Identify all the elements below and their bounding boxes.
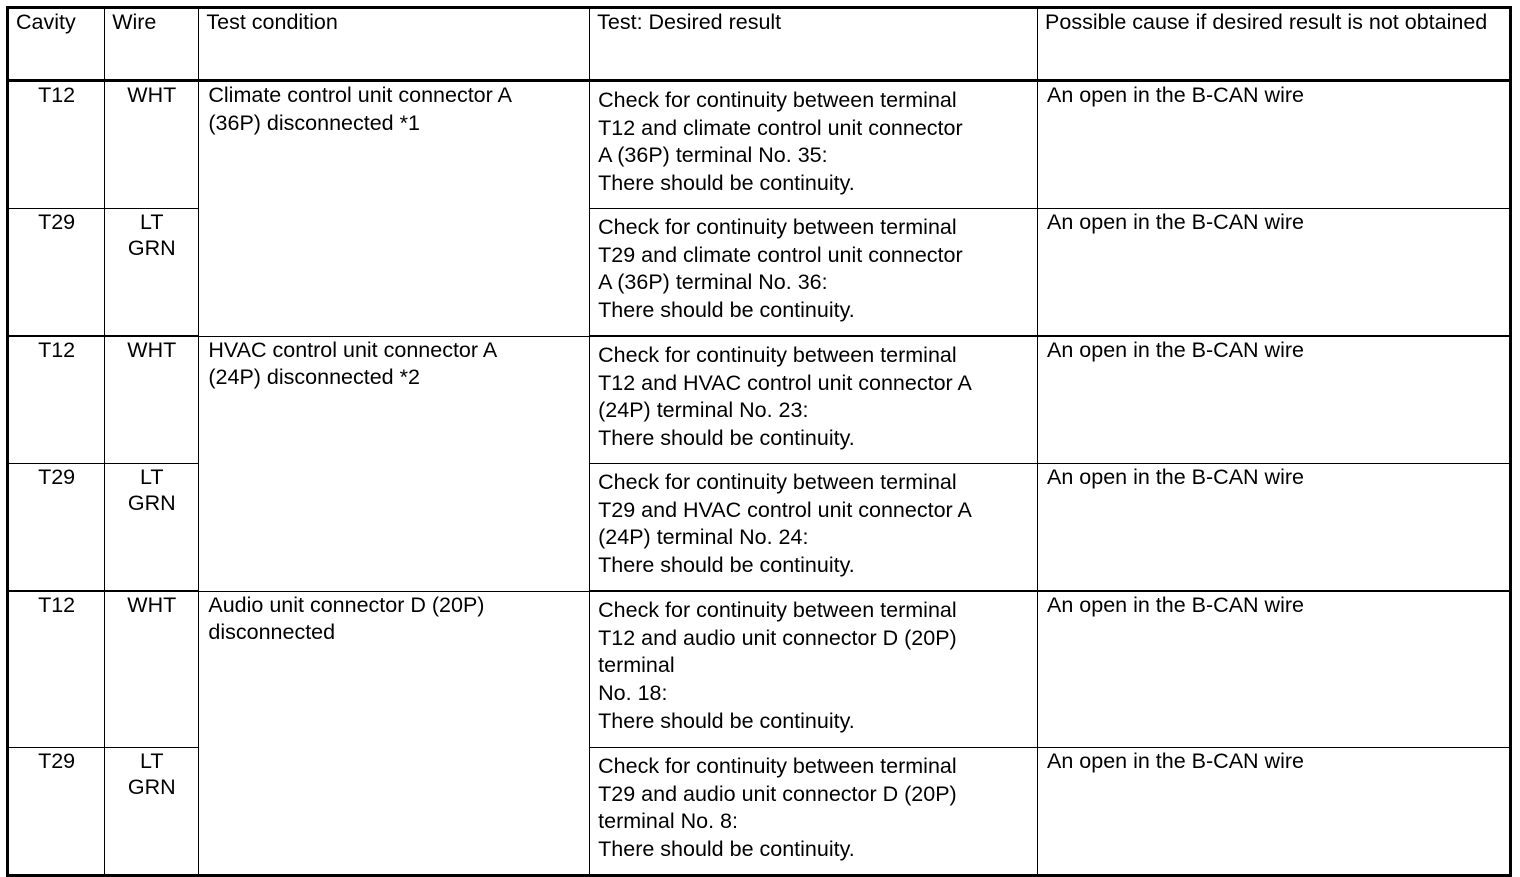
cell-test-condition: HVAC control unit connector A (24P) disc…: [198, 335, 591, 592]
table-row: T12 WHT HVAC control unit connector A (2…: [6, 335, 1511, 592]
wire-value: WHT: [127, 593, 177, 617]
column-header-test-desired-result: Test: Desired result: [589, 7, 1039, 82]
cell-test-desired-result: Check for continuity between terminal T1…: [589, 80, 1039, 209]
cell-test-desired-result: Check for continuity between terminal T2…: [589, 463, 1039, 592]
cell-cavity: T29: [6, 463, 106, 592]
column-header-cavity: Cavity: [6, 7, 106, 82]
cell-wire: LT GRN: [104, 463, 200, 592]
cell-wire: WHT: [104, 335, 200, 464]
cavity-value: T12: [38, 83, 76, 107]
wire-value: LT GRN: [127, 465, 176, 516]
cell-cavity: T12: [6, 590, 106, 748]
wire-value: LT GRN: [127, 210, 176, 261]
cell-test-desired-result: Check for continuity between terminal T2…: [589, 747, 1039, 876]
wire-value: WHT: [127, 83, 177, 107]
cell-cavity: T12: [6, 80, 106, 209]
table-row: T29 LT GRN Check for continuity between …: [6, 208, 1511, 337]
possible-cause-value: An open in the B-CAN wire: [1047, 465, 1304, 489]
cavity-value: T12: [38, 593, 76, 617]
column-header-possible-cause-label: Possible cause if desired result is not …: [1045, 10, 1488, 34]
test-condition-value: HVAC control unit connector A (24P) disc…: [208, 337, 498, 390]
test-desired-result-value: Check for continuity between terminal T1…: [598, 598, 957, 733]
possible-cause-value: An open in the B-CAN wire: [1047, 338, 1304, 362]
cavity-value: T29: [38, 749, 76, 773]
cell-cavity: T29: [6, 747, 106, 876]
possible-cause-value: An open in the B-CAN wire: [1047, 593, 1304, 617]
table-header-row: Cavity Wire Test condition Test: Desired…: [6, 7, 1511, 82]
column-header-wire: Wire: [104, 7, 200, 82]
column-header-test-condition: Test condition: [198, 7, 591, 82]
cell-possible-cause: An open in the B-CAN wire: [1037, 463, 1511, 592]
cell-wire: WHT: [104, 80, 200, 209]
test-desired-result-value: Check for continuity between terminal T2…: [598, 215, 963, 322]
wire-value: LT GRN: [127, 749, 176, 800]
cavity-value: T12: [38, 338, 76, 362]
cavity-value: T29: [38, 465, 76, 489]
cell-possible-cause: An open in the B-CAN wire: [1037, 590, 1511, 748]
test-desired-result-value: Check for continuity between terminal T1…: [598, 343, 972, 450]
column-header-test-condition-label: Test condition: [206, 10, 338, 34]
possible-cause-value: An open in the B-CAN wire: [1047, 749, 1304, 773]
test-desired-result-value: Check for continuity between terminal T2…: [598, 470, 972, 577]
cell-wire: LT GRN: [104, 208, 200, 337]
cell-wire: WHT: [104, 590, 200, 748]
table-row: T29 LT GRN Check for continuity between …: [6, 463, 1511, 592]
column-header-cavity-label: Cavity: [16, 10, 76, 34]
possible-cause-value: An open in the B-CAN wire: [1047, 210, 1304, 234]
column-header-test-desired-result-label: Test: Desired result: [597, 10, 782, 34]
cell-test-condition: Climate control unit connector A (36P) d…: [198, 80, 591, 337]
cell-test-desired-result: Check for continuity between terminal T2…: [589, 208, 1039, 337]
cell-possible-cause: An open in the B-CAN wire: [1037, 208, 1511, 337]
cell-test-condition: Audio unit connector D (20P) disconnecte…: [198, 590, 591, 876]
column-header-possible-cause: Possible cause if desired result is not …: [1037, 7, 1511, 82]
cell-possible-cause: An open in the B-CAN wire: [1037, 335, 1511, 464]
table-row: T12 WHT Audio unit connector D (20P) dis…: [6, 590, 1511, 876]
column-header-wire-label: Wire: [112, 10, 157, 34]
cell-possible-cause: An open in the B-CAN wire: [1037, 747, 1511, 876]
cell-test-desired-result: Check for continuity between terminal T1…: [589, 590, 1039, 748]
test-condition-value: Audio unit connector D (20P) disconnecte…: [208, 592, 485, 645]
cell-cavity: T12: [6, 335, 106, 464]
table-row: T29 LT GRN Check for continuity between …: [6, 747, 1511, 876]
test-condition-value: Climate control unit connector A (36P) d…: [208, 83, 512, 135]
document-page: Cavity Wire Test condition Test: Desired…: [0, 6, 1520, 877]
test-desired-result-value: Check for continuity between terminal T2…: [598, 754, 957, 861]
cavity-value: T29: [38, 210, 76, 234]
cell-test-desired-result: Check for continuity between terminal T1…: [589, 335, 1039, 464]
test-desired-result-value: Check for continuity between terminal T1…: [598, 88, 963, 195]
cell-possible-cause: An open in the B-CAN wire: [1037, 80, 1511, 209]
cell-wire: LT GRN: [104, 747, 200, 876]
table-row: T12 WHT Climate control unit connector A…: [6, 80, 1511, 337]
continuity-test-table: Cavity Wire Test condition Test: Desired…: [6, 6, 1512, 877]
wire-value: WHT: [127, 338, 177, 362]
possible-cause-value: An open in the B-CAN wire: [1047, 83, 1304, 107]
cell-cavity: T29: [6, 208, 106, 337]
